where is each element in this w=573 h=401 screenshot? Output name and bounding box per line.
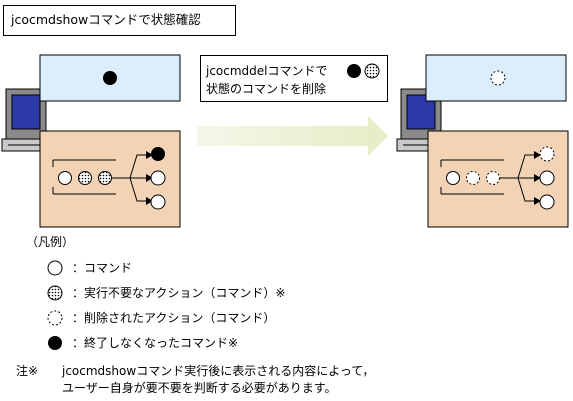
right-cmd-circle-3: [486, 171, 500, 185]
right-computer: [396, 54, 569, 228]
legend-item-1: ：コマンド: [72, 261, 133, 275]
legend-item-2: ：実行不要なアクション（コマンド）※: [72, 286, 286, 300]
left-cmd-circle-1: [58, 171, 72, 185]
callout-box: [200, 55, 388, 102]
transition-arrow: [195, 110, 391, 162]
note-label: 注※: [16, 364, 39, 378]
legend-item-4: ：終了しなくなったコマンド※: [72, 336, 239, 350]
right-out-dashed: [539, 146, 555, 162]
right-monitor-dashed-circle: [490, 70, 506, 86]
callout-dotted-circle: [364, 63, 380, 79]
left-cmd-circle-2: [78, 171, 92, 185]
left-out-open-2: [150, 194, 166, 210]
title-box: [3, 5, 236, 36]
legend-dashed-circle-icon: [47, 310, 63, 326]
right-out-open-1: [539, 170, 555, 186]
left-out-filled: [151, 147, 165, 161]
right-cmd-circle-2: [466, 171, 480, 185]
left-computer: [1, 54, 181, 228]
note-line-2: ユーザー自身が要不要を判断する必要があります。: [62, 381, 337, 395]
left-monitor-filled-circle: [103, 71, 117, 85]
left-pc-icon: [1, 88, 51, 152]
right-cmd-circle-1: [446, 171, 460, 185]
legend-heading: （凡例）: [26, 235, 75, 249]
legend-item-3: ：削除されたアクション（コマンド）: [72, 311, 276, 325]
legend-open-circle-icon: [47, 260, 63, 276]
callout-filled-circle: [347, 64, 361, 78]
left-out-open-1: [150, 170, 166, 186]
callout-line-1: jcocmddelコマンドで: [206, 64, 328, 78]
left-cmd-circle-3: [98, 171, 112, 185]
page-title: jcocmdshowコマンドで状態確認: [11, 12, 201, 27]
callout-line-2: 状態のコマンドを削除: [206, 82, 327, 96]
legend-filled-circle-icon: [48, 336, 62, 350]
note-line-1: jcocmdshowコマンド実行後に表示される内容によって，: [62, 364, 375, 378]
right-out-open-2: [539, 194, 555, 210]
legend-dotted-circle-icon: [47, 285, 63, 301]
